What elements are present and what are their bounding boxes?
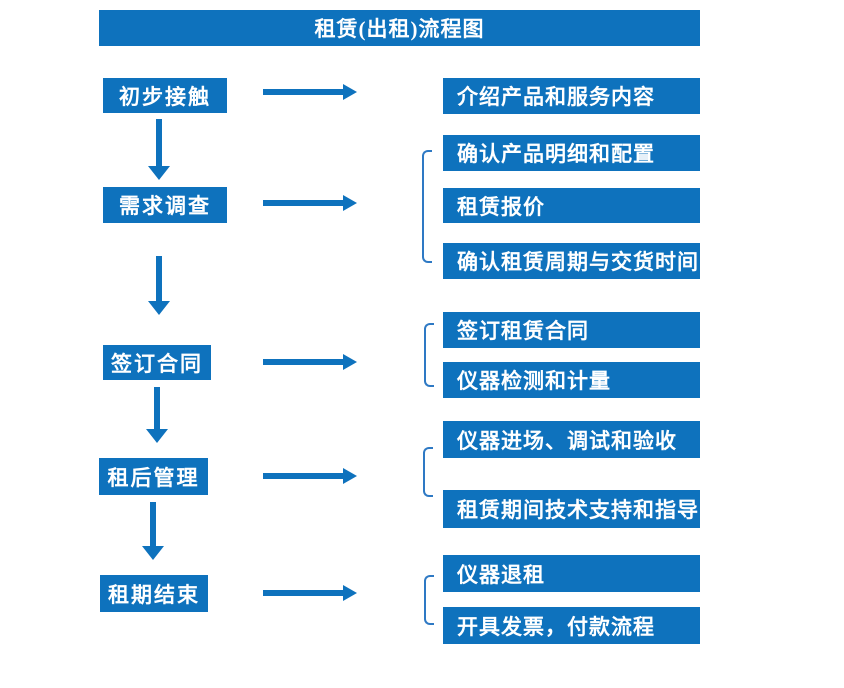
group-bracket-sign-contract	[424, 323, 434, 387]
step-box-initial-contact: 初步接触	[103, 78, 227, 113]
detail-box-instrument-return: 仪器退租	[443, 555, 700, 592]
step-box-rental-end: 租期结束	[100, 575, 208, 612]
arrow-down-icon	[148, 119, 170, 180]
flowchart-title: 租赁(出租)流程图	[99, 10, 700, 46]
detail-box-instrument-testing-measurement: 仪器检测和计量	[443, 362, 700, 398]
detail-box-rental-quotation: 租赁报价	[443, 188, 700, 223]
arrow-down-icon	[146, 387, 168, 443]
detail-box-introduce-products-services: 介绍产品和服务内容	[443, 78, 700, 114]
arrow-down-icon	[148, 256, 170, 315]
group-bracket-demand-survey	[422, 150, 432, 263]
arrow-right-icon	[263, 467, 357, 485]
step-box-demand-survey: 需求调查	[103, 187, 227, 223]
step-box-sign-contract: 签订合同	[103, 345, 211, 380]
arrow-right-icon	[263, 194, 357, 212]
arrow-down-icon	[142, 502, 164, 560]
detail-box-invoice-payment-process: 开具发票，付款流程	[443, 607, 700, 644]
group-bracket-rental-end	[424, 575, 434, 625]
arrow-right-icon	[263, 83, 357, 101]
detail-box-confirm-rental-period-delivery: 确认租赁周期与交货时间	[443, 243, 700, 279]
detail-box-confirm-product-details-config: 确认产品明细和配置	[443, 135, 700, 171]
arrow-right-icon	[263, 353, 357, 371]
group-bracket-post-rental	[423, 447, 433, 497]
step-box-post-rental-management: 租后管理	[99, 458, 208, 495]
detail-box-rental-technical-support: 租赁期间技术支持和指导	[443, 490, 700, 528]
detail-box-instrument-entry-commissioning-acceptance: 仪器进场、调试和验收	[443, 421, 700, 458]
detail-box-sign-rental-contract: 签订租赁合同	[443, 312, 700, 348]
arrow-right-icon	[263, 584, 357, 602]
